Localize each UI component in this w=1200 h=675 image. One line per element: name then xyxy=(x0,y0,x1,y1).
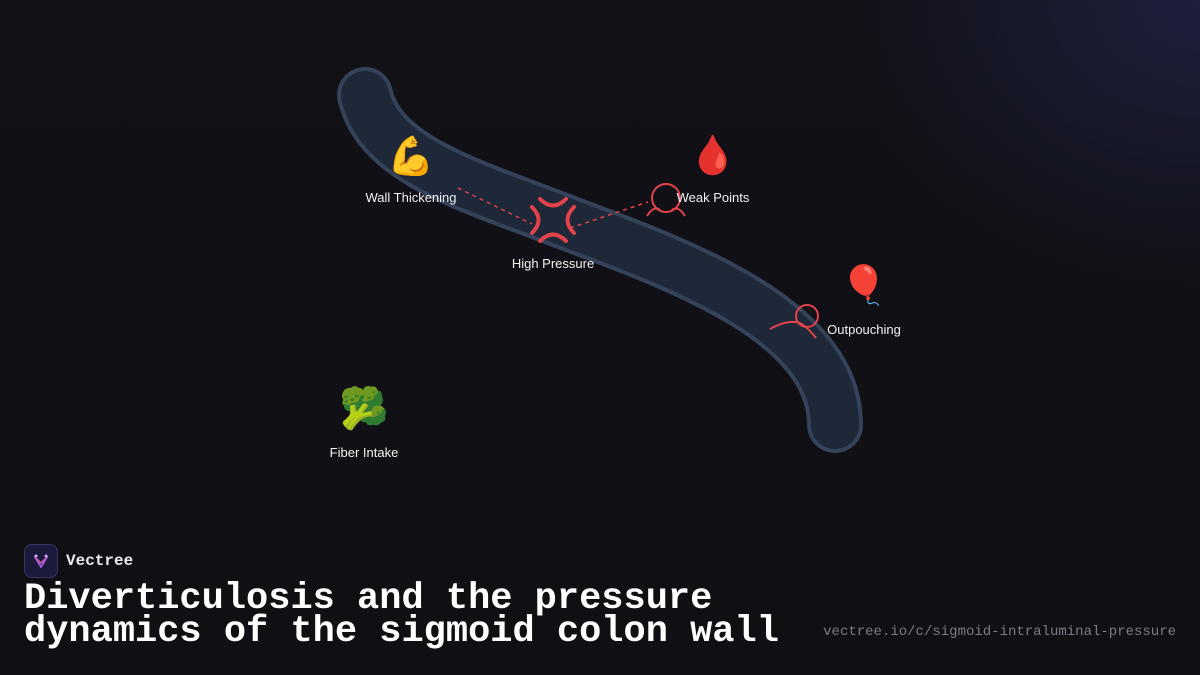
connector-wall-pressure xyxy=(457,187,533,225)
page-title: Diverticulosis and the pressure dynamics… xyxy=(24,578,804,653)
anger-symbol-icon xyxy=(530,197,576,243)
node-label-weak-points: Weak Points xyxy=(676,190,750,205)
connector-pressure-weak xyxy=(569,201,649,229)
brand-name: Vectree xyxy=(66,552,134,570)
brand: Vectree xyxy=(24,544,133,578)
balloon-icon: 🎈 xyxy=(840,263,888,307)
outpouching-marker-icon xyxy=(769,304,819,339)
node-label-wall-thickening: Wall Thickening xyxy=(365,190,457,205)
vectree-logo-icon xyxy=(24,544,58,578)
sigmoid-colon xyxy=(341,71,859,449)
broccoli-icon: 🥦 xyxy=(339,386,389,432)
flexed-biceps-icon: 💪 xyxy=(387,134,435,178)
source-url: vectree.io/c/sigmoid-intraluminal-pressu… xyxy=(823,624,1176,640)
weak-point-marker-icon xyxy=(646,183,686,217)
node-label-high-pressure: High Pressure xyxy=(511,256,595,271)
blood-drop-icon: 🩸 xyxy=(689,133,737,177)
title-line-2: dynamics of the sigmoid colon wall xyxy=(24,611,779,653)
title-line-1: Diverticulosis and the pressure xyxy=(24,578,713,620)
node-label-outpouching: Outpouching xyxy=(827,322,901,337)
node-label-fiber-intake: Fiber Intake xyxy=(329,445,399,460)
